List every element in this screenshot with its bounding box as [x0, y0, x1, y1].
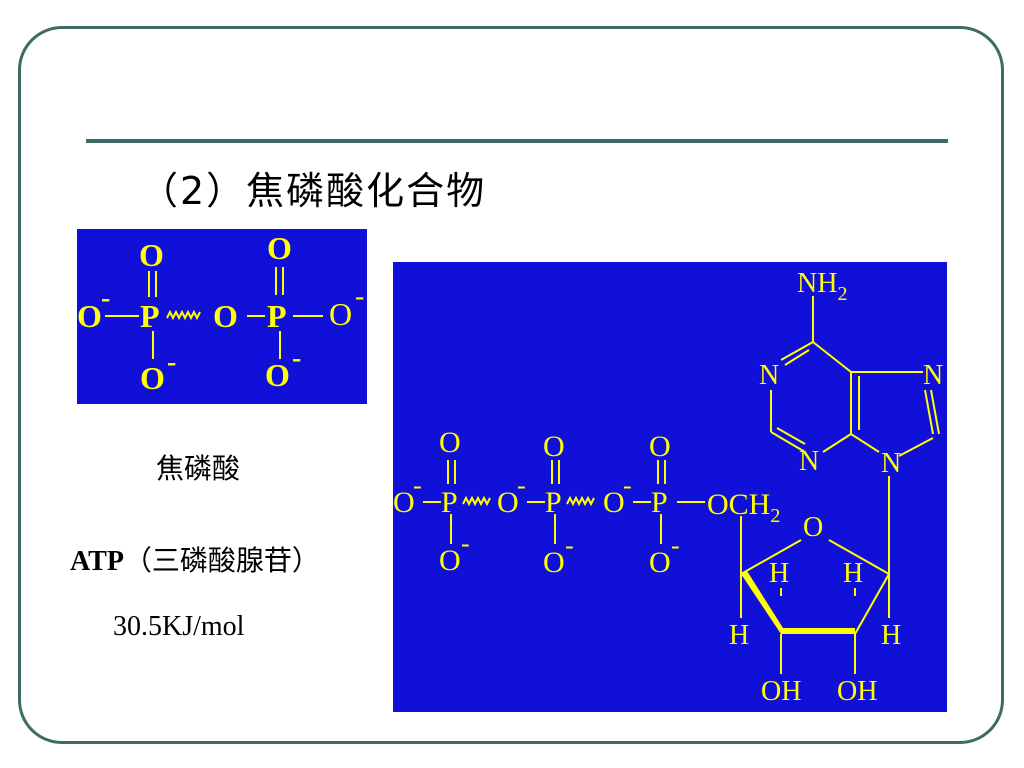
oxygen-label: O	[603, 486, 625, 519]
methylene-label: OCH2	[707, 488, 780, 527]
oxygen-label: O	[139, 237, 164, 273]
oxygen-label: O	[439, 544, 461, 577]
atp-structure: O O O O - P O - P O - P OCH2 O - O - O -…	[393, 268, 943, 707]
oxygen-label: O	[543, 546, 565, 579]
oxygen-label: O	[497, 486, 519, 519]
oxygen-label: O	[140, 360, 165, 396]
oxygen-label: O	[649, 430, 671, 463]
minus-charge: -	[355, 281, 364, 312]
nitrogen-label: N	[759, 360, 779, 391]
atp-structure-panel: O O O O - P O - P O - P OCH2 O - O - O -…	[393, 262, 947, 712]
hydrogen-label: H	[843, 558, 863, 589]
hydroxyl-label: OH	[761, 676, 801, 707]
oxygen-label: O	[213, 298, 238, 334]
oxygen-label: O	[329, 296, 352, 332]
oxygen-label: O	[77, 298, 102, 334]
hydrogen-label: H	[881, 620, 901, 651]
phosphorus-label: P	[441, 486, 458, 519]
hydroxyl-label: OH	[837, 676, 877, 707]
atp-caption: ATP（三磷酸腺苷）	[70, 539, 320, 579]
slide-frame	[18, 26, 1004, 744]
slide-title: （2）焦磷酸化合物	[140, 169, 487, 213]
phosphorus-label: P	[651, 486, 668, 519]
minus-charge: -	[167, 347, 176, 378]
hydrogen-label: H	[769, 558, 789, 589]
oxygen-label: O	[543, 430, 565, 463]
oxygen-label: O	[267, 230, 292, 266]
oxygen-label: O	[439, 426, 461, 459]
minus-charge: -	[517, 471, 526, 500]
pyrophosphate-structure: O O O - P O P O - O - O -	[77, 230, 364, 396]
ring-oxygen-label: O	[803, 512, 823, 543]
nitrogen-label: N	[881, 448, 901, 479]
nitrogen-label: N	[923, 360, 943, 391]
atp-abbreviation: ATP	[70, 546, 124, 577]
amine-label: NH2	[797, 268, 847, 305]
minus-charge: -	[623, 471, 632, 500]
minus-charge: -	[413, 471, 422, 500]
phosphorus-label: P	[267, 298, 287, 334]
pyrophosphate-structure-panel: O O O - P O P O - O - O -	[77, 229, 367, 404]
oxygen-label: O	[393, 486, 415, 519]
nitrogen-label: N	[799, 446, 819, 477]
hydrogen-label: H	[729, 620, 749, 651]
minus-charge: -	[671, 531, 680, 560]
minus-charge: -	[461, 529, 470, 558]
title-rule	[86, 139, 948, 143]
oxygen-label: O	[265, 357, 290, 393]
minus-charge: -	[565, 531, 574, 560]
atp-full-name: （三磷酸腺苷）	[123, 544, 320, 577]
energy-value: 30.5KJ/mol	[113, 611, 245, 642]
minus-charge: -	[101, 283, 110, 314]
phosphorus-label: P	[545, 486, 562, 519]
phosphorus-label: P	[140, 298, 160, 334]
pyrophosphate-caption: 焦磷酸	[156, 452, 241, 485]
minus-charge: -	[292, 343, 301, 374]
oxygen-label: O	[649, 546, 671, 579]
